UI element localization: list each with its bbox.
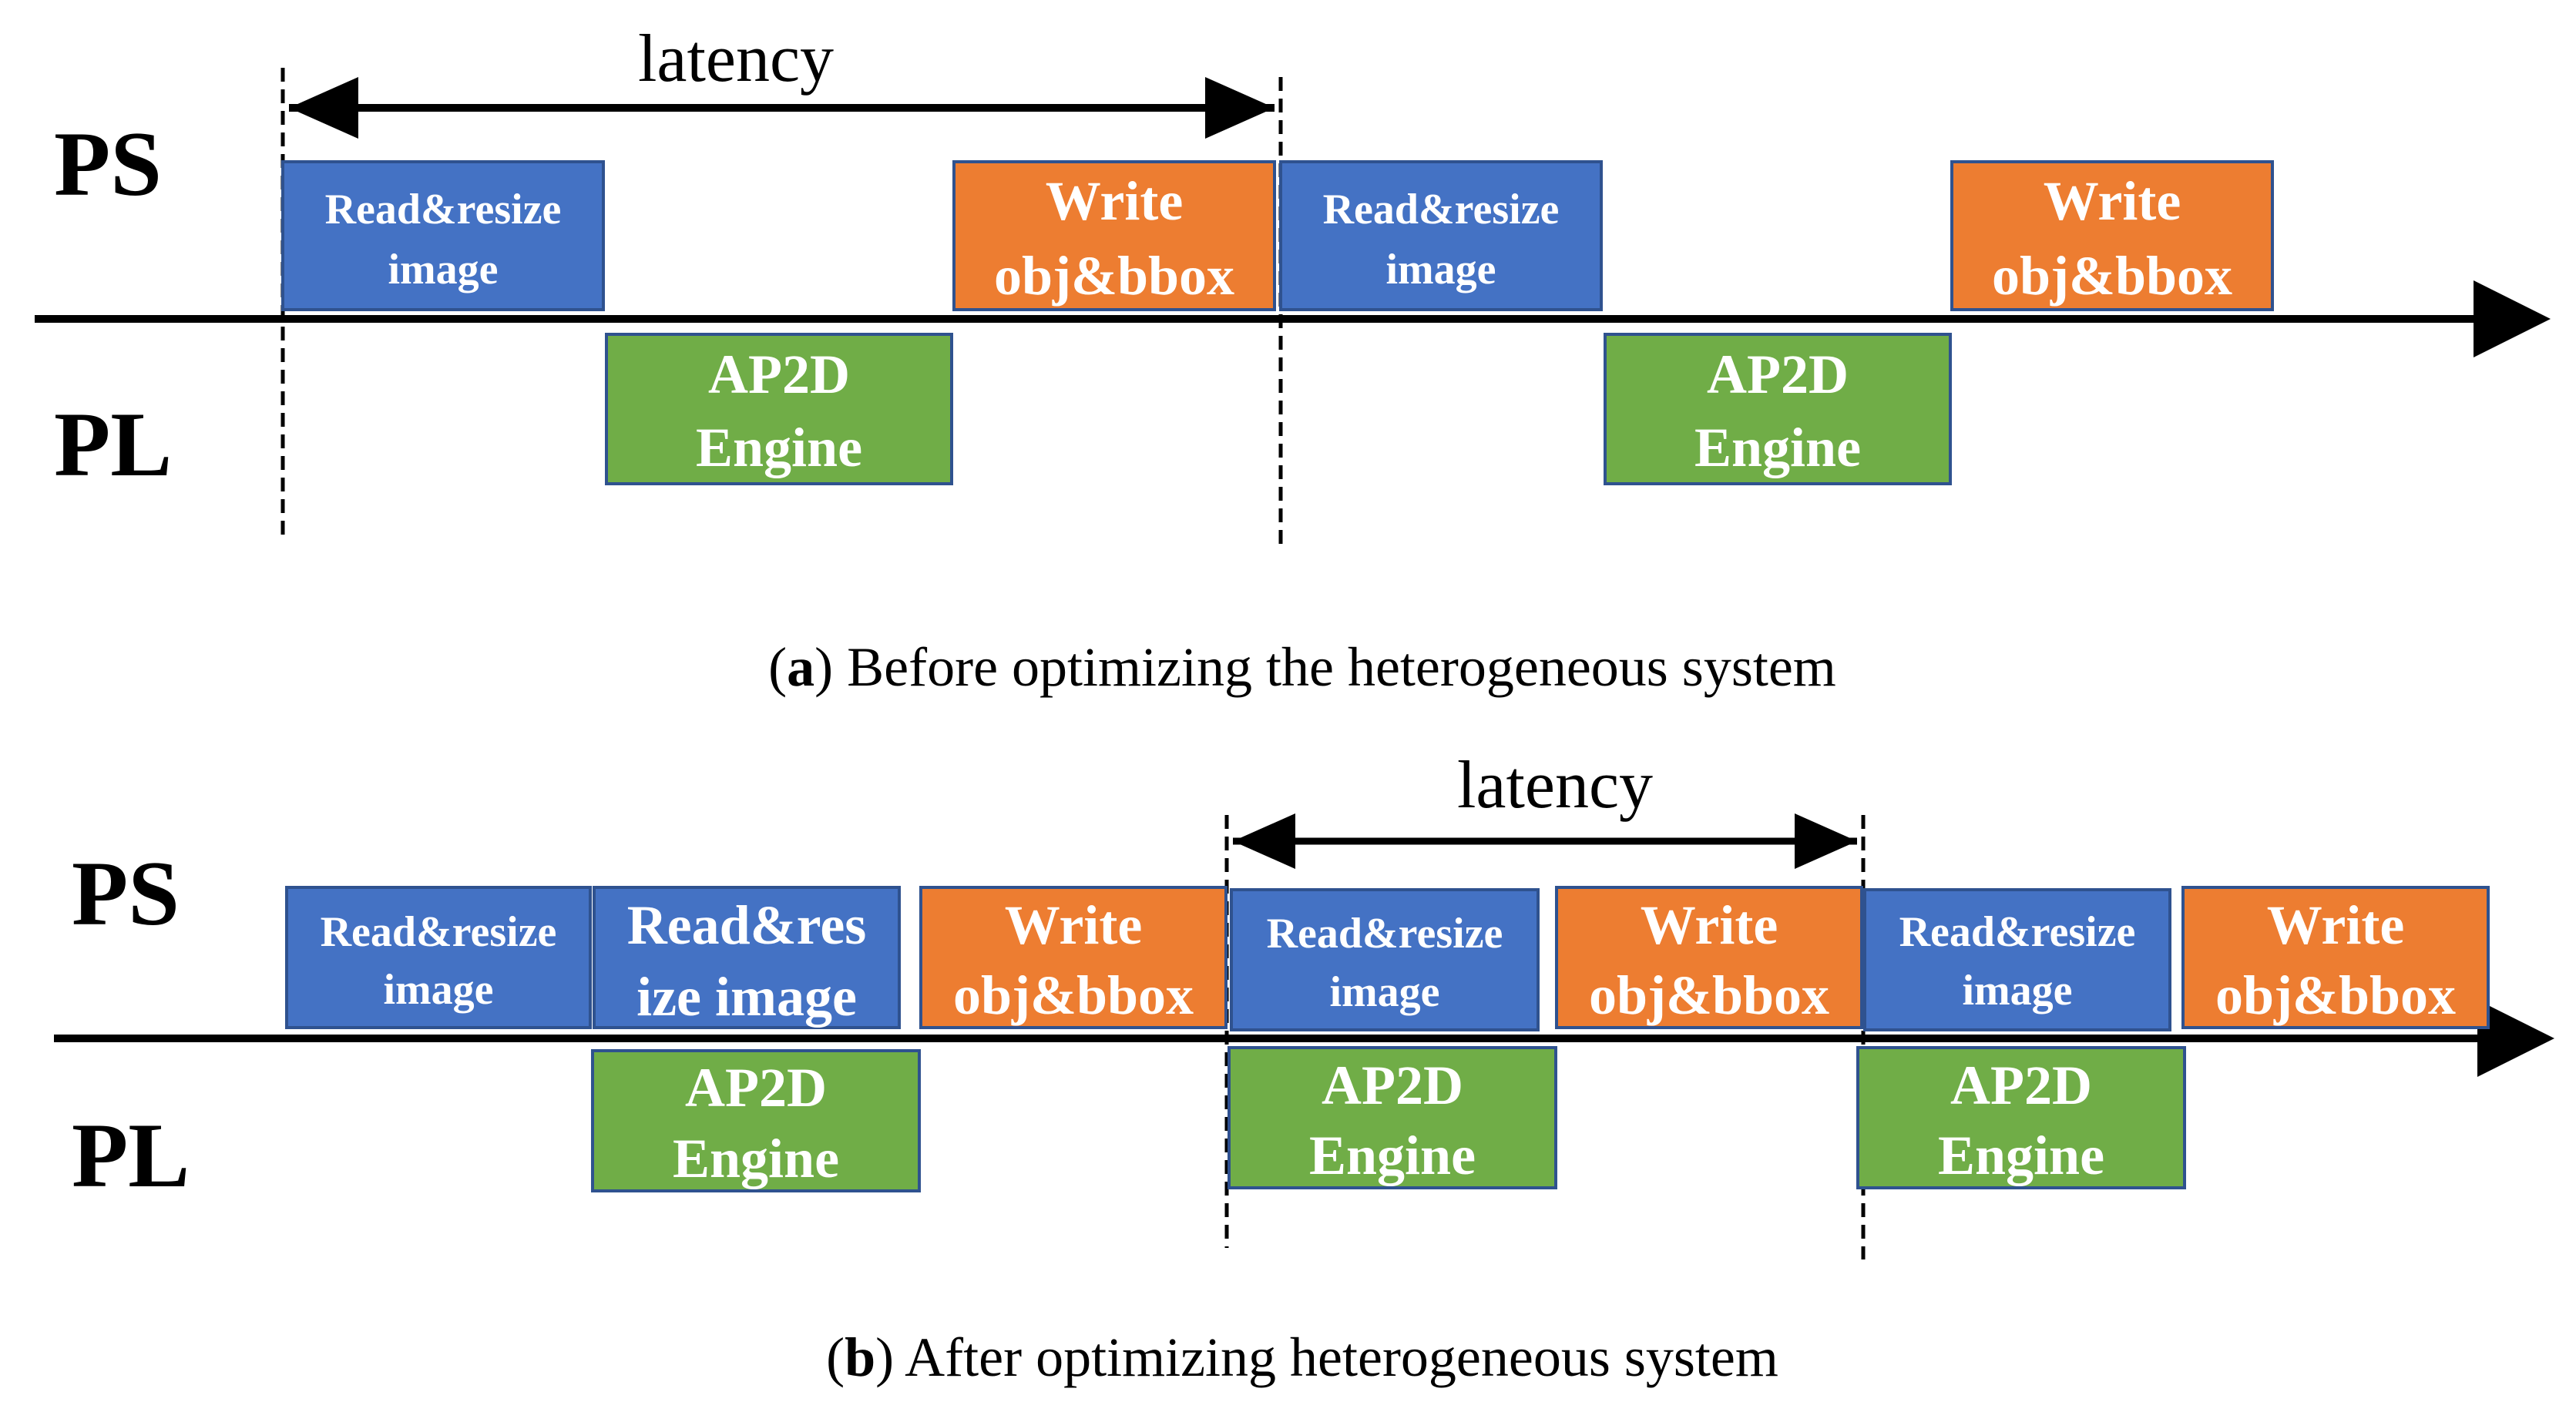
ps-row-label: PS [72,842,180,944]
read-resize-block [593,886,901,1029]
task-line-2: image [388,246,498,293]
task-line-1: Read&resize [1323,186,1560,233]
pl-row-label: PL [54,393,172,495]
panel-a: PS PL latency Read&resize image Write ob… [35,22,2551,698]
task-line-1: Read&resize [1899,908,2136,956]
pl-task: AP2D Engine [1856,1046,2186,1189]
read-resize-block [285,886,592,1029]
read-resize-block [281,160,605,311]
task-line-2: obj&bbox [1992,245,2232,307]
task-line-2: obj&bbox [994,245,1234,307]
task-line-1: Write [1641,894,1778,956]
write-block [1555,886,1863,1029]
caption-text: Before optimizing the heterogeneous syst… [833,636,1836,698]
task-line-2: obj&bbox [953,964,1194,1026]
engine-block [605,333,953,485]
panel-b: PS PL latency Read&resize image Read&res… [54,748,2554,1388]
ps-task: Read&resize image [1863,888,2171,1031]
task-line-2: obj&bbox [2215,964,2456,1026]
read-resize-block [1863,888,2171,1031]
ps-task: Read&resize image [1230,888,1540,1031]
ps-task: Write obj&bbox [919,886,1228,1029]
task-line-1: Write [2267,894,2405,956]
task-line-1: Read&resize [321,908,557,956]
task-line-1: Read&res [627,894,867,956]
task-line-1: Write [1005,894,1143,956]
pl-row-label: PL [72,1104,190,1206]
caption-text: After optimizing heterogeneous system [894,1326,1778,1388]
task-line-2: Engine [1938,1125,2104,1186]
write-block [1950,160,2274,311]
caption-letter: b [845,1326,875,1388]
task-line-2: image [383,966,493,1014]
ps-row-label: PS [54,112,162,215]
engine-block [1856,1046,2186,1189]
engine-block [1228,1046,1557,1189]
write-block [919,886,1228,1029]
engine-block [591,1049,921,1192]
engine-block [1604,333,1952,485]
latency-label: latency [638,22,834,96]
ps-task: Read&resize image [281,160,605,311]
ps-task: Read&resize image [285,886,592,1029]
ps-task: Write obj&bbox [1555,886,1863,1029]
task-line-1: AP2D [1322,1055,1463,1116]
caption-b: (b) After optimizing heterogeneous syste… [826,1326,1778,1388]
pl-task: AP2D Engine [1604,333,1952,485]
task-line-1: AP2D [685,1057,827,1118]
task-line-2: Engine [1309,1125,1476,1186]
task-line-1: Read&resize [1267,910,1503,958]
task-line-2: obj&bbox [1589,964,1829,1026]
write-block [952,160,1276,311]
task-line-2: Engine [1694,417,1861,478]
ps-task: Write obj&bbox [2181,886,2490,1029]
task-line-1: Read&resize [325,186,562,233]
ps-task: Read&resize image [1279,160,1603,311]
task-line-2: image [1385,246,1496,293]
task-line-2: Engine [696,417,862,478]
pl-task: AP2D Engine [1228,1046,1557,1189]
task-line-2: ize image [636,966,857,1028]
task-line-1: AP2D [1950,1055,2092,1116]
task-line-2: Engine [673,1128,839,1189]
caption-letter: a [787,636,814,698]
caption-a: (a) Before optimizing the heterogeneous … [768,636,1836,698]
ps-task: Read&res ize image [593,886,901,1029]
ps-task: Write obj&bbox [952,160,1276,311]
pl-task: AP2D Engine [605,333,953,485]
task-line-1: Write [1046,170,1184,232]
read-resize-block [1230,888,1540,1031]
task-line-2: image [1329,968,1439,1016]
task-line-2: image [1962,967,2072,1015]
task-line-1: Write [2044,170,2181,232]
pl-task: AP2D Engine [591,1049,921,1192]
write-block [2181,886,2490,1029]
read-resize-block [1279,160,1603,311]
latency-label: latency [1457,748,1653,823]
task-line-1: AP2D [1707,344,1849,405]
task-line-1: AP2D [708,344,850,405]
ps-task: Write obj&bbox [1950,160,2274,311]
